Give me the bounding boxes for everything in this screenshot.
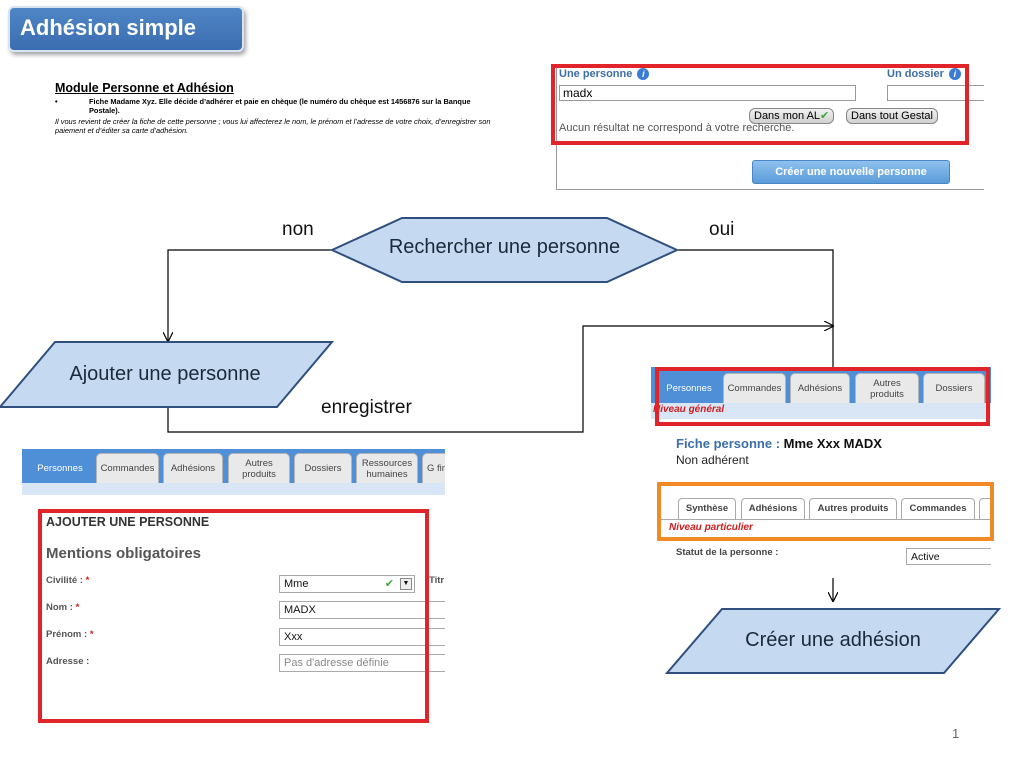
slide-title: Adhésion simple (8, 6, 244, 52)
level-general-label: Niveau général (653, 404, 725, 415)
description-bullet: • Fiche Madame Xyz. Elle décide d’adhére… (55, 97, 500, 115)
connector-save (167, 326, 833, 433)
firstname-label: Prénom : * (46, 629, 94, 640)
name-label: Nom : * (46, 602, 80, 613)
general-level-highlight (655, 367, 990, 426)
tab-dossiers[interactable]: Dossiers (294, 453, 352, 483)
info-icon[interactable]: i (948, 68, 961, 81)
form-highlight (38, 509, 429, 723)
bullet-text: Fiche Madame Xyz. Elle décide d’adhérer … (89, 97, 471, 115)
dossier-search-input[interactable] (887, 85, 984, 101)
title-label: Titr (429, 575, 445, 586)
branch-yes-label: oui (709, 219, 735, 240)
search-highlight (551, 64, 969, 145)
firstname-input[interactable]: Xxx (279, 628, 445, 646)
tab-dossiers[interactable]: Dossiers (923, 373, 985, 403)
decision-shape (329, 217, 680, 283)
dropdown-arrow-icon[interactable]: ▼ (400, 578, 412, 590)
create-membership-shape (664, 608, 1002, 674)
connector-no (168, 249, 332, 341)
no-result-message: Aucun résultat ne correspond à votre rec… (559, 122, 795, 134)
tab-personnes[interactable]: Personnes (659, 373, 719, 403)
civility-select[interactable]: Mme ✔ ▼ (279, 575, 415, 593)
create-membership-label: Créer une adhésion (745, 629, 921, 651)
required-mark: * (89, 629, 94, 640)
address-label: Adresse : (46, 656, 90, 667)
scope-local-button[interactable]: Dans mon AL✔ (749, 108, 835, 124)
tab-autres-produits[interactable]: Autres produits (228, 453, 290, 483)
add-person-panel: Personnes Commandes Adhésions Autres pro… (22, 449, 445, 687)
person-label: Une personne i (559, 68, 650, 81)
status-label: Statut de la personne : (676, 547, 779, 558)
save-label: enregistrer (321, 397, 412, 418)
tab-gestion-financiere[interactable]: G fin (422, 453, 445, 483)
tab-commandes[interactable]: Commandes (723, 373, 786, 403)
page-number: 1 (952, 726, 960, 741)
add-person-shape (0, 341, 335, 408)
person-search-input[interactable]: madx (559, 85, 856, 101)
tab-personnes[interactable]: Personnes (28, 453, 92, 483)
description-note: Il vous revient de créer la fiche de cet… (55, 117, 491, 135)
fiche-name: Mme Xxx MADX (783, 436, 882, 451)
name-input[interactable]: MADX (279, 601, 445, 619)
status-select[interactable]: Active (906, 548, 991, 565)
scope-all-button[interactable]: Dans tout Gestal (846, 108, 938, 124)
search-panel: Une personne i Un dossier i madx Dans mo… (556, 64, 984, 190)
check-icon: ✔ (384, 578, 394, 590)
membership-status: Non adhérent (676, 453, 749, 467)
level-particular-label: Niveau particulier (669, 522, 753, 533)
required-mark: * (75, 602, 80, 613)
bullet-marker: • (55, 97, 58, 106)
add-person-label: Ajouter une personne (69, 363, 261, 385)
fiche-panel: Personnes Commandes Adhésions Autres pro… (651, 367, 991, 578)
description-heading: Module Personne et Adhésion (55, 81, 234, 95)
address-input[interactable]: Pas d'adresse définie (279, 654, 445, 672)
level-band (651, 403, 991, 419)
required-mark: * (85, 575, 90, 586)
level-band (22, 483, 445, 495)
decision-label: Rechercher une personne (388, 236, 621, 258)
civility-label: Civilité : * (46, 575, 90, 586)
subtab-divider (661, 519, 991, 520)
description-block: Module Personne et Adhésion • Fiche Mada… (55, 81, 500, 135)
form-section-title: Mentions obligatoires (46, 545, 202, 562)
tab-adhesions[interactable]: Adhésions (163, 453, 223, 483)
check-icon: ✔ (820, 110, 830, 122)
info-icon[interactable]: i (637, 68, 650, 81)
branch-no-label: non (282, 219, 314, 240)
tab-autres-produits[interactable]: Autres produits (855, 373, 919, 403)
dossier-label: Un dossier i (887, 68, 961, 81)
create-person-button[interactable]: Créer une nouvelle personne (752, 160, 950, 184)
tab-commandes[interactable]: Commandes (96, 453, 159, 483)
particular-level-highlight (657, 482, 994, 541)
form-heading: AJOUTER UNE PERSONNE (46, 515, 210, 529)
tab-ressources-humaines[interactable]: Ressources humaines (356, 453, 418, 483)
tab-adhesions[interactable]: Adhésions (790, 373, 850, 403)
fiche-title: Fiche personne : Mme Xxx MADX (676, 436, 882, 451)
